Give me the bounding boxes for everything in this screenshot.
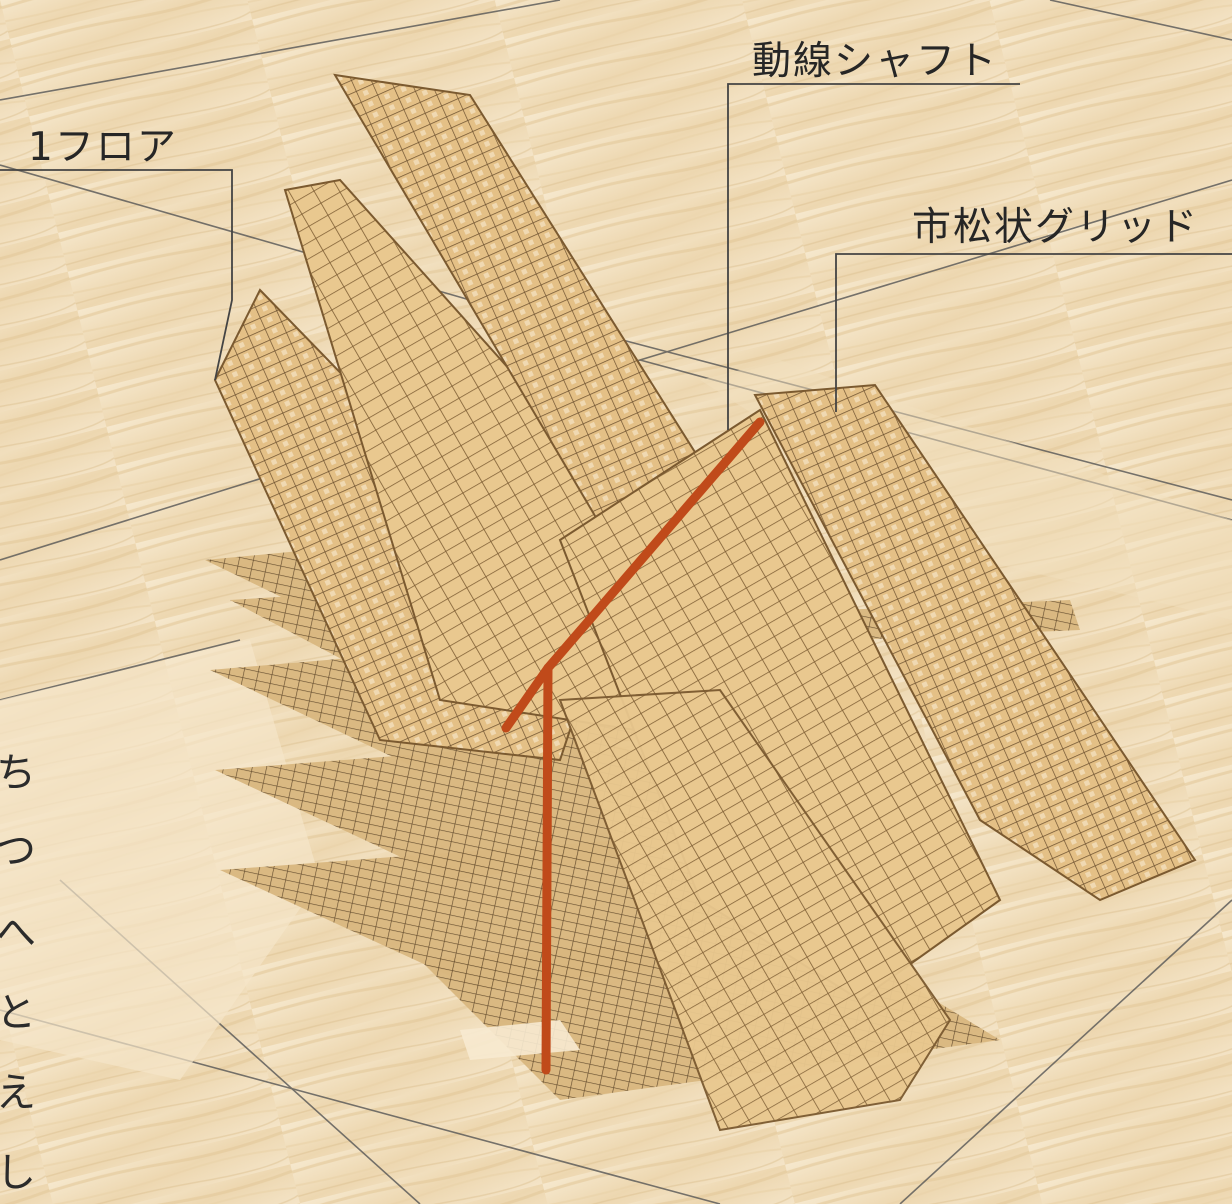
side-text-6: し (0, 1150, 36, 1196)
circulation-shaft (501, 417, 765, 1075)
side-text-3: へ (0, 910, 36, 956)
leader-lines (0, 83, 1232, 430)
side-text-4: と (0, 990, 36, 1036)
label-shaft: 動線シャフト (752, 39, 999, 84)
side-text-5: え (0, 1070, 36, 1116)
side-text-2: つ (0, 828, 36, 874)
tilted-grid-panels (213, 73, 1197, 1132)
side-text-1: ち (0, 750, 36, 796)
label-floor: 1フロア (28, 125, 178, 170)
label-grid: 市松状グリッド (912, 205, 1200, 250)
